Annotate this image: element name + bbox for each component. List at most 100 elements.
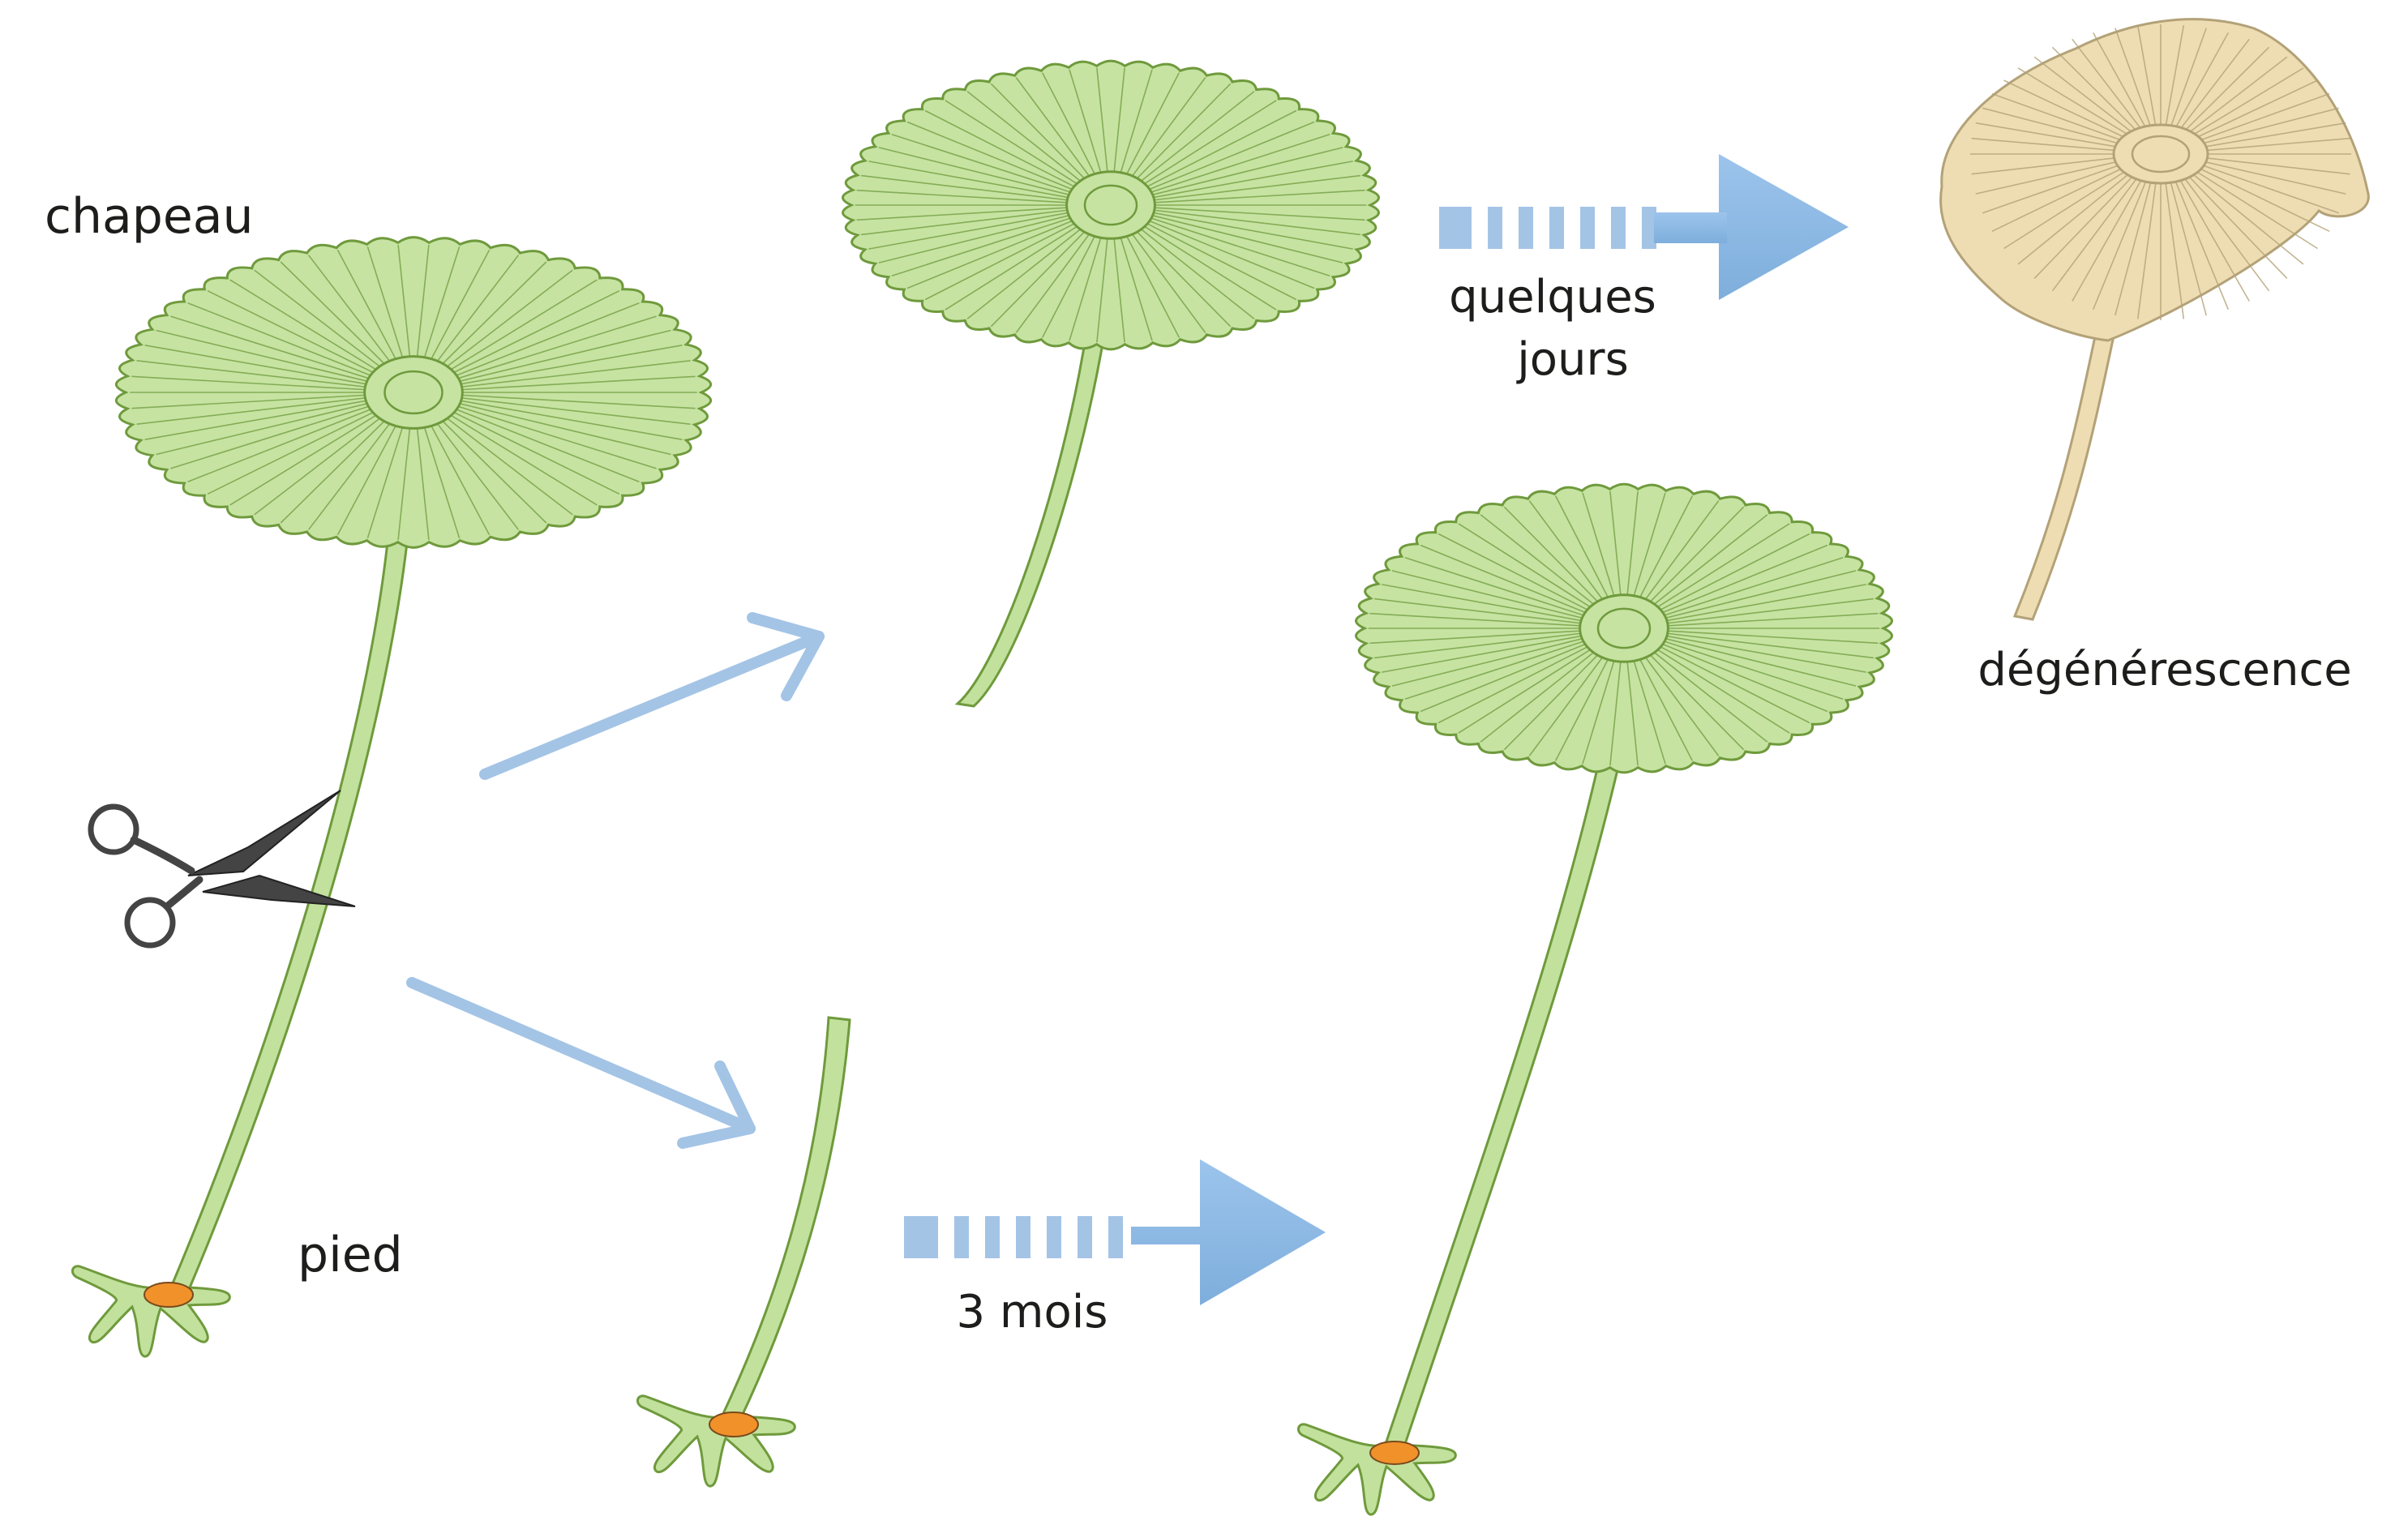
scissors-shank-upper: [130, 836, 195, 875]
cap-ray: [2072, 175, 2144, 302]
cap-ray: [2051, 173, 2141, 292]
cap-ray: [2196, 159, 2346, 195]
cap-ray: [1096, 225, 1110, 343]
scissors-shank-lower: [163, 876, 204, 910]
cap-ray: [1528, 647, 1610, 756]
cap-ray: [1480, 514, 1603, 612]
cap-ray: [1645, 514, 1768, 612]
cap-ray: [1654, 640, 1828, 713]
cap-ray: [1661, 632, 1874, 659]
cap-ray: [2169, 177, 2207, 316]
thick-arrow-months: [1131, 1159, 1326, 1305]
days-label-line1: quelques: [1449, 271, 1656, 323]
time-arrow-months: 3 mois: [904, 1159, 1326, 1339]
cap-ray: [2196, 122, 2346, 149]
cap-ray: [433, 411, 547, 524]
cap-ray: [437, 269, 573, 375]
cap-ray: [2051, 46, 2140, 135]
cap-ray: [1662, 630, 1879, 645]
cap-ray: [1116, 225, 1153, 341]
cap-ray: [2187, 169, 2304, 265]
cap-ray: [136, 396, 372, 425]
cap-ray: [1971, 156, 2125, 175]
months-label: 3 mois: [957, 1286, 1108, 1339]
scissors-ring-upper: [88, 803, 139, 855]
dash-segment: [1488, 207, 1502, 249]
dash-segment: [1439, 207, 1472, 249]
cap-ray: [2164, 178, 2185, 319]
cap-center: [2131, 135, 2191, 173]
cap-ray: [861, 174, 1073, 202]
cap-ray: [891, 215, 1078, 277]
cap-rays: [855, 67, 1367, 343]
cap-ray: [1609, 649, 1623, 766]
cap-ray: [1625, 649, 1639, 766]
cap-ray: [1041, 225, 1101, 338]
cap-ray: [366, 246, 408, 371]
cap-ray: [2173, 176, 2230, 311]
cap-ray: [2114, 28, 2153, 131]
cap-ray: [1625, 490, 1639, 608]
separated-stalk: [954, 331, 1106, 708]
cap-ray: [1660, 634, 1866, 673]
cap-ray: [1146, 213, 1343, 263]
cap-ray: [1503, 646, 1607, 751]
dash-segment: [954, 1216, 969, 1258]
cap-ray: [452, 329, 671, 384]
cap-ray: [1141, 121, 1315, 194]
original-rhizoid: [71, 1265, 231, 1358]
scissors-blade-lower: [202, 874, 356, 907]
cap-ray: [448, 302, 640, 379]
cap-ray: [1654, 544, 1828, 617]
regenerated-nucleus: [1369, 1441, 1420, 1465]
cap-ray: [878, 147, 1076, 197]
separated-foot-piece: [636, 1016, 851, 1488]
cap-ray: [1112, 225, 1125, 343]
dash-segment: [904, 1216, 938, 1258]
cap-ray: [1041, 72, 1101, 186]
split-arrow-upper: [479, 612, 825, 780]
thick-arrow-days-body: [1654, 212, 1727, 243]
dash-segments-months: [904, 1216, 1123, 1258]
cap-ray: [397, 244, 412, 371]
cap-rays: [130, 244, 697, 541]
cap-ray: [187, 302, 379, 379]
cap-ray: [2017, 169, 2134, 265]
cap-ray: [1069, 69, 1105, 185]
cap-ray: [2190, 79, 2318, 141]
cap-ray: [1382, 584, 1587, 623]
cap-ray: [2187, 67, 2304, 139]
cap-ray: [1149, 189, 1365, 203]
cap-rays: [1368, 490, 1880, 766]
cap-ray: [1652, 533, 1810, 615]
original-alga: [71, 236, 713, 1358]
cap-ray: [280, 261, 394, 374]
cap-ray: [966, 221, 1090, 319]
cap-ray: [170, 403, 377, 469]
cap-ray: [1132, 91, 1255, 189]
cap-ray: [2136, 178, 2157, 319]
cap-ray: [1135, 221, 1277, 311]
cap-center: [1083, 184, 1138, 226]
time-arrow-days: quelques jours: [1439, 154, 1849, 386]
cap-ray: [2194, 107, 2339, 147]
cap-ray: [1982, 161, 2127, 214]
rhizoid-shape: [71, 1265, 231, 1358]
cap-ray: [945, 221, 1086, 311]
cap-ray: [1404, 556, 1592, 619]
dash-segment: [985, 1216, 1000, 1258]
cap-ray: [1112, 67, 1125, 185]
cap-ray: [1138, 109, 1297, 192]
cap-ray: [280, 411, 394, 524]
cap-ray: [1982, 107, 2127, 147]
split-arrow-lower: [406, 977, 756, 1149]
cap-ray: [856, 207, 1073, 221]
cap-label: chapeau: [45, 188, 254, 245]
degenerated-alga: dégénérescence: [1939, 18, 2370, 696]
cap-ray: [1015, 77, 1097, 186]
cap-ray: [2093, 32, 2149, 132]
cap-ray: [207, 407, 383, 495]
cap-ray: [415, 244, 430, 371]
cap-ray: [1656, 556, 1844, 619]
cap-ray: [2192, 165, 2330, 233]
